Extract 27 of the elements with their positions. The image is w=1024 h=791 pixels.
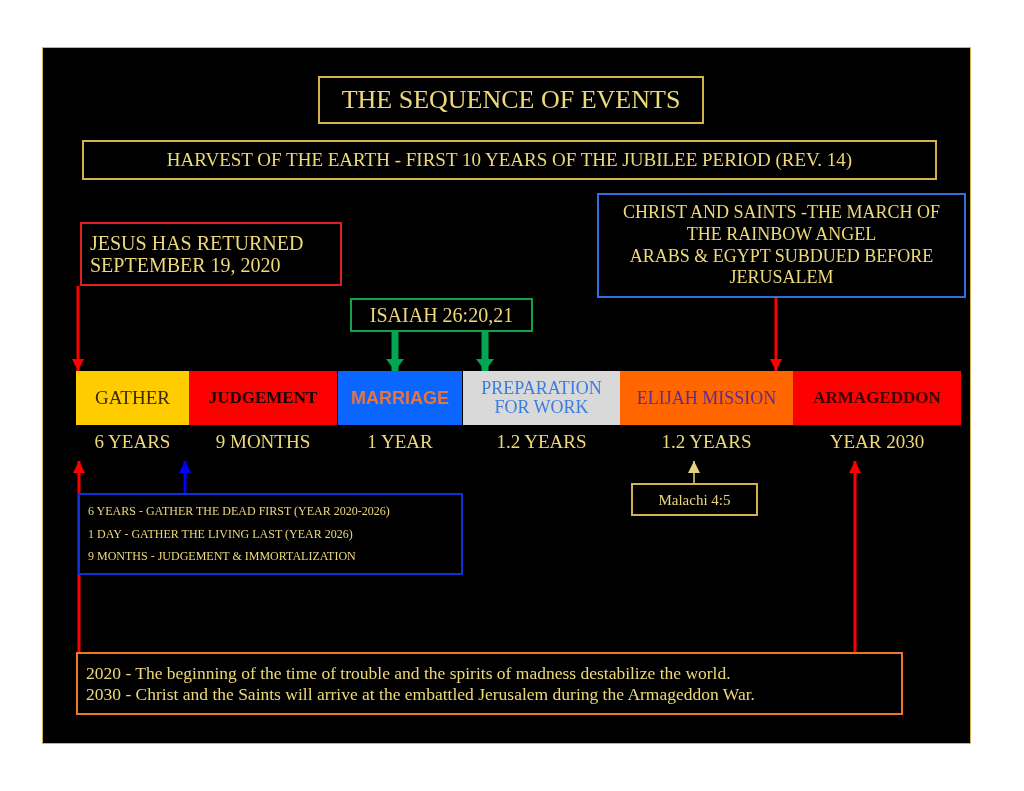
reference-box: Malachi 4:5 [631,483,758,516]
timeline-segment: MARRIAGE [338,371,462,425]
timeline-segment: PREPARATION FOR WORK [463,371,620,425]
arrow [688,460,700,484]
arrow [849,461,861,652]
arrow [386,332,404,371]
note-box: 6 YEARS - GATHER THE DEAD FIRST (YEAR 2020-2026) 1 DAY - GATHER THE LIVING LAST (YEAR 2026) 9 MONTHS - JUDGEMENT & IMMORTALIZATION [78,493,463,575]
arrow [476,332,494,371]
timeline-segment: ELIJAH MISSION [620,371,793,425]
arrow [72,286,84,371]
duration-label: 6 YEARS [93,431,172,453]
timeline-segment: ARMAGEDDON [793,371,961,425]
timeline-segment: JUDGEMENT [189,371,337,425]
callout-box: CHRIST AND SAINTS -THE MARCH OF THE RAINBOW ANGEL ARABS & EGYPT SUBDUED BEFORE JERUSALEM [597,193,966,298]
note-box: 2020 - The beginning of the time of trouble and the spirits of madness destabilize the world. 2030 - Christ and the Saints will arrive at the embattled Jerusalem during the Armageddon War. [76,652,903,715]
duration-label: 1 YEAR [366,431,434,453]
duration-label: 9 MONTHS [214,431,312,453]
duration-label: 1.2 YEARS [660,431,753,453]
duration-label: 1.2 YEARS [495,431,588,453]
reference-box: ISAIAH 26:20,21 [350,298,533,332]
duration-label: YEAR 2030 [828,431,926,453]
arrow [770,298,782,371]
callout-box: JESUS HAS RETURNED SEPTEMBER 19, 2020 [80,222,342,286]
arrow [179,461,191,493]
timeline-segment: GATHER [76,371,189,425]
banner-box: HARVEST OF THE EARTH - FIRST 10 YEARS OF THE JUBILEE PERIOD (REV. 14) [82,140,937,180]
title-heading: THE SEQUENCE OF EVENTS [318,76,704,124]
